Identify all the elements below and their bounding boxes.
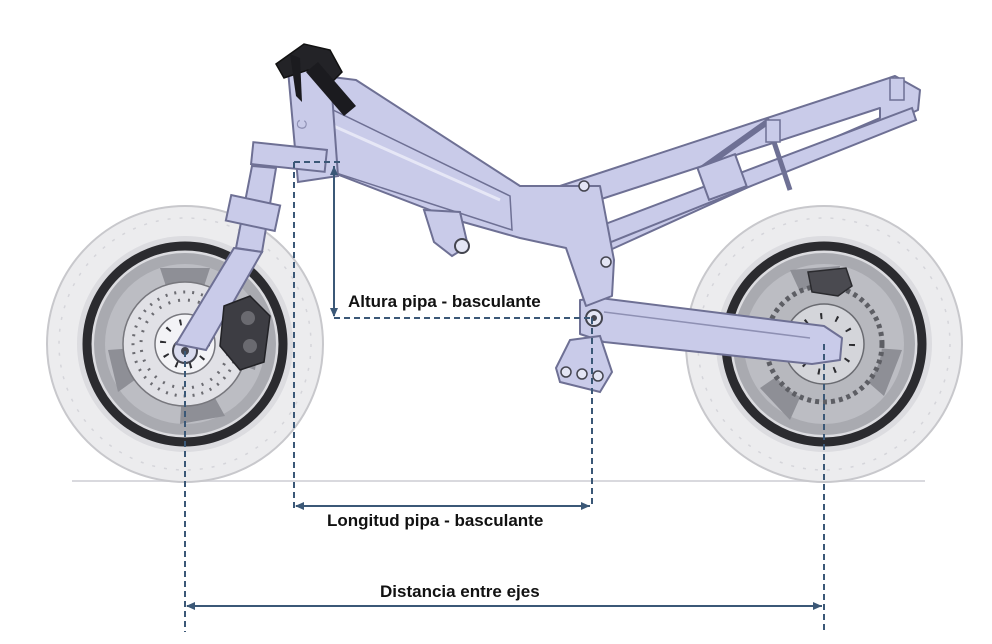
caliper-piston — [241, 311, 255, 325]
brake-lever — [290, 54, 302, 102]
handlebar — [275, 43, 356, 116]
swingarm-edge — [603, 311, 811, 339]
swingarm-height-label: Altura pipa - basculante — [348, 292, 541, 311]
engine-mount-bolt — [454, 238, 470, 254]
lower-bracket — [554, 334, 614, 394]
subframe-bracket — [696, 152, 748, 202]
handlebar-grip — [306, 62, 356, 116]
swingarm-length-label: Longitud pipa - basculante — [327, 511, 543, 530]
dimension-lines — [184, 161, 825, 632]
fork-top-clamp — [249, 141, 329, 173]
steering-head-mark: C — [293, 119, 310, 131]
front-tire-tread-ring — [58, 217, 312, 471]
subframe-tab — [765, 119, 781, 143]
frame-bolt — [578, 180, 590, 192]
fork-lower-clamp — [224, 193, 282, 233]
rear-wheel — [685, 205, 963, 483]
frame: C — [286, 64, 921, 394]
bracket-bolt — [592, 370, 604, 382]
subframe-tab — [889, 77, 905, 101]
rear-tire-tread-ring — [697, 217, 951, 471]
wheelbase-label: Distancia entre ejes — [380, 582, 540, 601]
rear-sprocket-bolts — [793, 313, 855, 375]
front-brake-caliper — [219, 295, 271, 371]
bracket-bolt — [576, 368, 588, 380]
swingarm-height-label-bg — [344, 289, 554, 313]
fork-slider — [174, 246, 264, 352]
main-frame-highlight — [319, 118, 501, 202]
bracket-bolt — [560, 366, 572, 378]
caliper-piston — [243, 339, 257, 353]
front-fork — [174, 141, 329, 371]
rear-brake-caliper — [807, 267, 853, 297]
frame-bolt — [600, 256, 612, 268]
